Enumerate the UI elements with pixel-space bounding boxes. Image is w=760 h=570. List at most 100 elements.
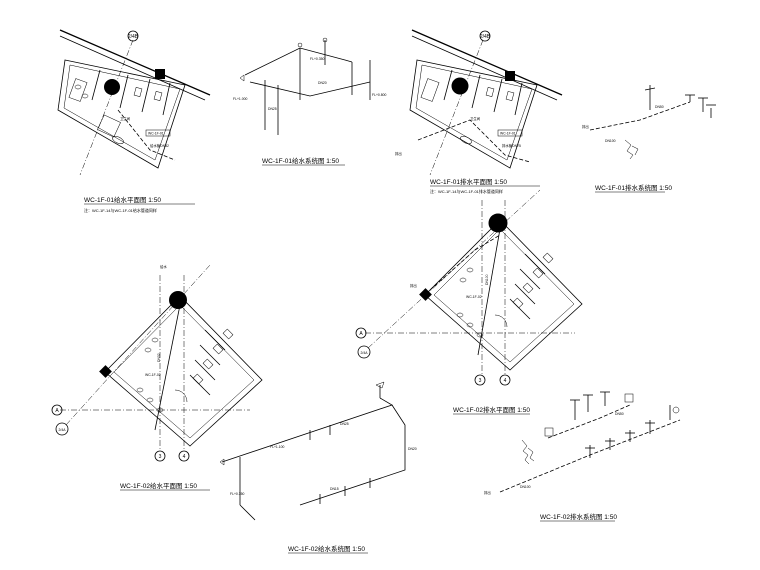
toilet bbox=[485, 87, 495, 97]
room-tag: WC-1F-02 bbox=[466, 295, 482, 299]
grid-line bbox=[429, 39, 484, 176]
grid-label: 2/4A bbox=[361, 351, 369, 355]
room-inner bbox=[113, 304, 255, 439]
panel-1f02-supply-plan: A 2/4A 3 4 WC-1F-02 给水 DN32 WC-1F-02给水平面… bbox=[51, 264, 263, 491]
stub-cap bbox=[644, 87, 656, 91]
dim: DN32 bbox=[157, 353, 161, 362]
drain-pipe bbox=[417, 119, 531, 163]
grid-label: 2/4A bbox=[59, 428, 67, 432]
branch-pipe bbox=[299, 404, 406, 506]
toilet bbox=[192, 373, 204, 385]
grid-label: A bbox=[55, 408, 59, 414]
toilet bbox=[133, 87, 143, 97]
riser-marker bbox=[488, 213, 508, 233]
partition bbox=[514, 283, 536, 305]
outer-wall bbox=[59, 29, 211, 96]
floor-drain bbox=[624, 393, 634, 403]
partition bbox=[199, 344, 221, 366]
room-tag: WC-1F-01 bbox=[500, 132, 516, 136]
drawing-note: 注：WC-1F-14与WC-1F-01排水管道同样 bbox=[430, 188, 503, 194]
drain-pipe bbox=[429, 234, 501, 291]
partition bbox=[514, 82, 523, 116]
grid-label: 4 bbox=[183, 454, 186, 460]
sink bbox=[156, 407, 164, 413]
dim: FL+1.000 bbox=[233, 97, 248, 101]
branch-pipe bbox=[249, 81, 371, 97]
cleanout bbox=[672, 406, 680, 414]
grid-line-b bbox=[367, 189, 541, 349]
sink bbox=[74, 84, 82, 90]
grid-label: 4 bbox=[504, 378, 507, 384]
trap bbox=[624, 139, 634, 160]
sink bbox=[476, 332, 484, 338]
room-inner bbox=[415, 64, 533, 161]
supply-pipe bbox=[117, 109, 176, 161]
drawing-title: WC-1F-01排水平面图 1:50 bbox=[430, 177, 507, 186]
room-outline bbox=[409, 59, 538, 169]
room-outline bbox=[424, 219, 583, 371]
urinal bbox=[466, 267, 474, 273]
basin bbox=[112, 136, 124, 144]
dim: DN25 bbox=[340, 422, 349, 426]
inlet-arrow bbox=[239, 74, 245, 82]
pipe-label: 排水管DN75 bbox=[502, 143, 521, 148]
dim: DN15 bbox=[330, 487, 339, 491]
drawing-title: WC-1F-02给水平面图 1:50 bbox=[120, 481, 197, 490]
grid-bubble bbox=[51, 404, 63, 416]
room-outline bbox=[104, 295, 263, 447]
partition bbox=[519, 268, 541, 290]
outer-wall bbox=[411, 29, 563, 96]
drawing-title: WC-1F-01给水系统图 1:50 bbox=[262, 156, 339, 165]
drawing-note: 注：WC-1F-14与WC-1F-01给水管道同样 bbox=[84, 207, 157, 213]
toilet bbox=[202, 358, 214, 370]
toilet bbox=[153, 91, 163, 101]
drawing-title: WC-1F-02排水平面图 1:50 bbox=[453, 405, 530, 414]
dim: DN100 bbox=[485, 274, 489, 285]
grid-bubble bbox=[178, 450, 190, 462]
partition bbox=[162, 82, 171, 116]
pipe-label: 给水管DN32 bbox=[150, 143, 169, 148]
partition-spine bbox=[477, 228, 501, 356]
riser-marker bbox=[169, 291, 187, 309]
panel-1f01-drainage-system: 排出 DN100 DN50 WC-1F-01排水系统图 1:50 bbox=[582, 85, 716, 193]
drawing-title: WC-1F-02给水系统图 1:50 bbox=[288, 544, 365, 553]
panel-1f01-drainage-plan: 2/4B 卫生间 WC-1F-01 排水管DN75 排出 WC-1F-01排水平… bbox=[395, 29, 563, 194]
room-name: 卫生间 bbox=[120, 116, 131, 121]
grid-label: 3 bbox=[159, 454, 162, 460]
grid-bubble bbox=[55, 422, 69, 436]
toilet bbox=[212, 343, 224, 355]
grid-label: 2/4B bbox=[480, 34, 491, 40]
partition bbox=[471, 74, 481, 109]
toilet bbox=[522, 282, 534, 294]
grid-label: 3 bbox=[479, 378, 482, 384]
counter bbox=[420, 78, 440, 102]
drain-main bbox=[589, 101, 691, 131]
inlet-arrow bbox=[219, 458, 225, 466]
tag-box bbox=[497, 129, 523, 137]
grid-label: 2/4B bbox=[128, 34, 139, 40]
outlet-label: 排出 bbox=[410, 283, 417, 288]
drawing-title: WC-1F-01排水系统图 1:50 bbox=[595, 183, 672, 192]
grid-bubble bbox=[479, 30, 491, 42]
urinal bbox=[151, 337, 159, 343]
toilet bbox=[222, 328, 234, 340]
dim: DN20 bbox=[408, 447, 417, 451]
toilet bbox=[512, 297, 524, 309]
panel-1f02-drainage-system: 排出 DN100 DN50 WC-1F-02排水系统图 1:50 bbox=[484, 391, 681, 522]
grid-label: A bbox=[359, 331, 363, 337]
trap bbox=[527, 447, 535, 462]
partition bbox=[493, 78, 503, 113]
partition bbox=[443, 69, 453, 101]
partition bbox=[204, 329, 226, 351]
dim: FL+0.350 bbox=[310, 57, 325, 61]
sink bbox=[136, 387, 144, 393]
room-inner bbox=[63, 64, 181, 161]
sink bbox=[146, 397, 154, 403]
riser-marker bbox=[451, 77, 469, 95]
grid-bubble bbox=[154, 450, 166, 462]
valve-marker bbox=[505, 71, 515, 81]
basin-area bbox=[97, 114, 121, 138]
sink bbox=[466, 322, 474, 328]
trap bbox=[521, 439, 530, 465]
